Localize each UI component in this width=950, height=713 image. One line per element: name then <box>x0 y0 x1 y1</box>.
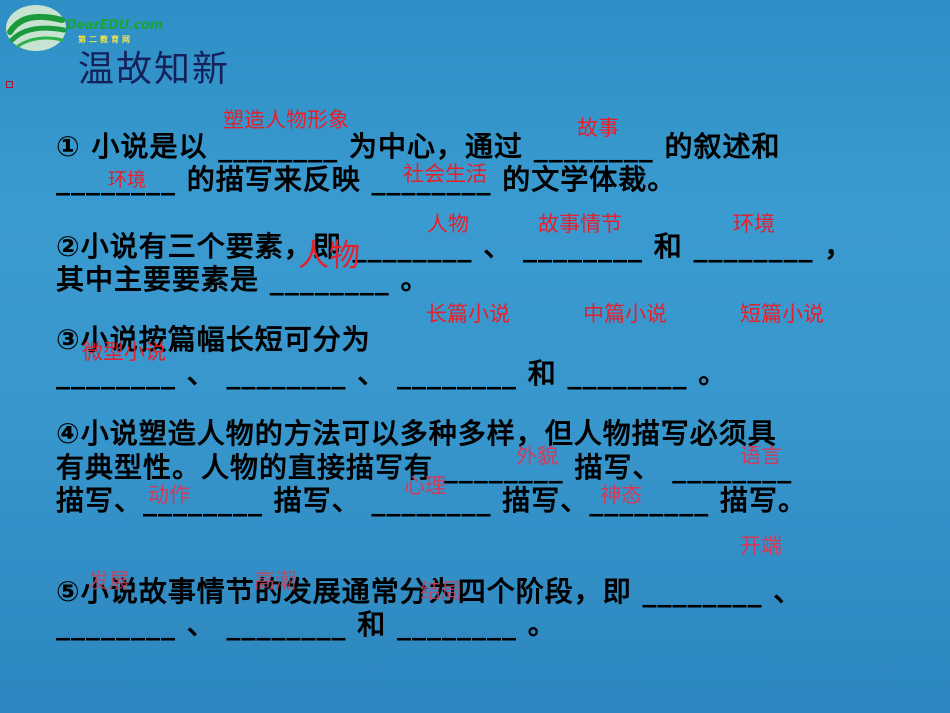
question-1-line-1: ① 小说是以 ________ 为中心，通过 ________ 的叙述和 <box>56 130 781 163</box>
answer-text: 人物 <box>427 212 469 236</box>
question-4-line-2: 有典型性。人物的直接描写有 ________ 描写、 ________ <box>56 451 793 484</box>
bullet-square-icon <box>6 81 13 88</box>
answer-text: 神态 <box>600 483 642 507</box>
question-1-line-2: ________ 的描写来反映 ________ 的文学体裁。 <box>56 163 677 196</box>
question-2-line-2: 其中主要要素是 ________ 。 <box>56 263 430 296</box>
question-5-line-1: ⑤小说故事情节的发展通常分为四个阶段，即 ________ 、 <box>56 575 803 608</box>
answer-text: 短篇小说 <box>740 302 824 326</box>
page-title: 温故知新 <box>78 49 231 90</box>
answer-text: 发展 <box>88 569 130 593</box>
answer-text: 动作 <box>148 483 190 507</box>
answer-text: 故事 <box>577 116 619 140</box>
answer-text: 长篇小说 <box>426 302 510 326</box>
answer-text: 环境 <box>733 212 775 236</box>
question-2-line-1: ②小说有三个要素，即 ________ 、 ________ 和 _______… <box>56 230 854 263</box>
answer-text: 心理 <box>404 474 446 498</box>
answer-text: 结局 <box>420 579 462 603</box>
logo-text: DearEDU.com <box>66 18 163 33</box>
answer-text: 故事情节 <box>538 212 622 236</box>
question-3-line-1: ③小说按篇幅长短可分为 <box>56 323 371 356</box>
answer-text: 微型小说 <box>82 340 166 364</box>
question-4-line-3: 描写、________ 描写、 ________ 描写、________ 描写。 <box>56 484 807 517</box>
answer-text: 环境 <box>108 169 147 191</box>
answer-text: 开端 <box>740 534 782 558</box>
answer-text: 语言 <box>740 444 782 468</box>
question-3-line-2: ________ 、 ________ 、 ________ 和 _______… <box>56 357 728 390</box>
question-4-line-1: ④小说塑造人物的方法可以多种多样，但人物描写必须具 <box>56 417 777 450</box>
answer-text: 中篇小说 <box>583 302 667 326</box>
answer-text: 社会生活 <box>403 162 487 186</box>
answer-text: 人物 <box>298 238 360 274</box>
logo-icon <box>6 5 67 51</box>
answer-text: 塑造人物形象 <box>223 108 349 132</box>
question-5-line-2: ________ 、 ________ 和 ________ 。 <box>56 608 557 641</box>
answer-text: 高潮 <box>254 569 296 593</box>
answer-text: 外貌 <box>516 444 558 468</box>
logo-subtext: 第二教育网 <box>78 35 133 44</box>
